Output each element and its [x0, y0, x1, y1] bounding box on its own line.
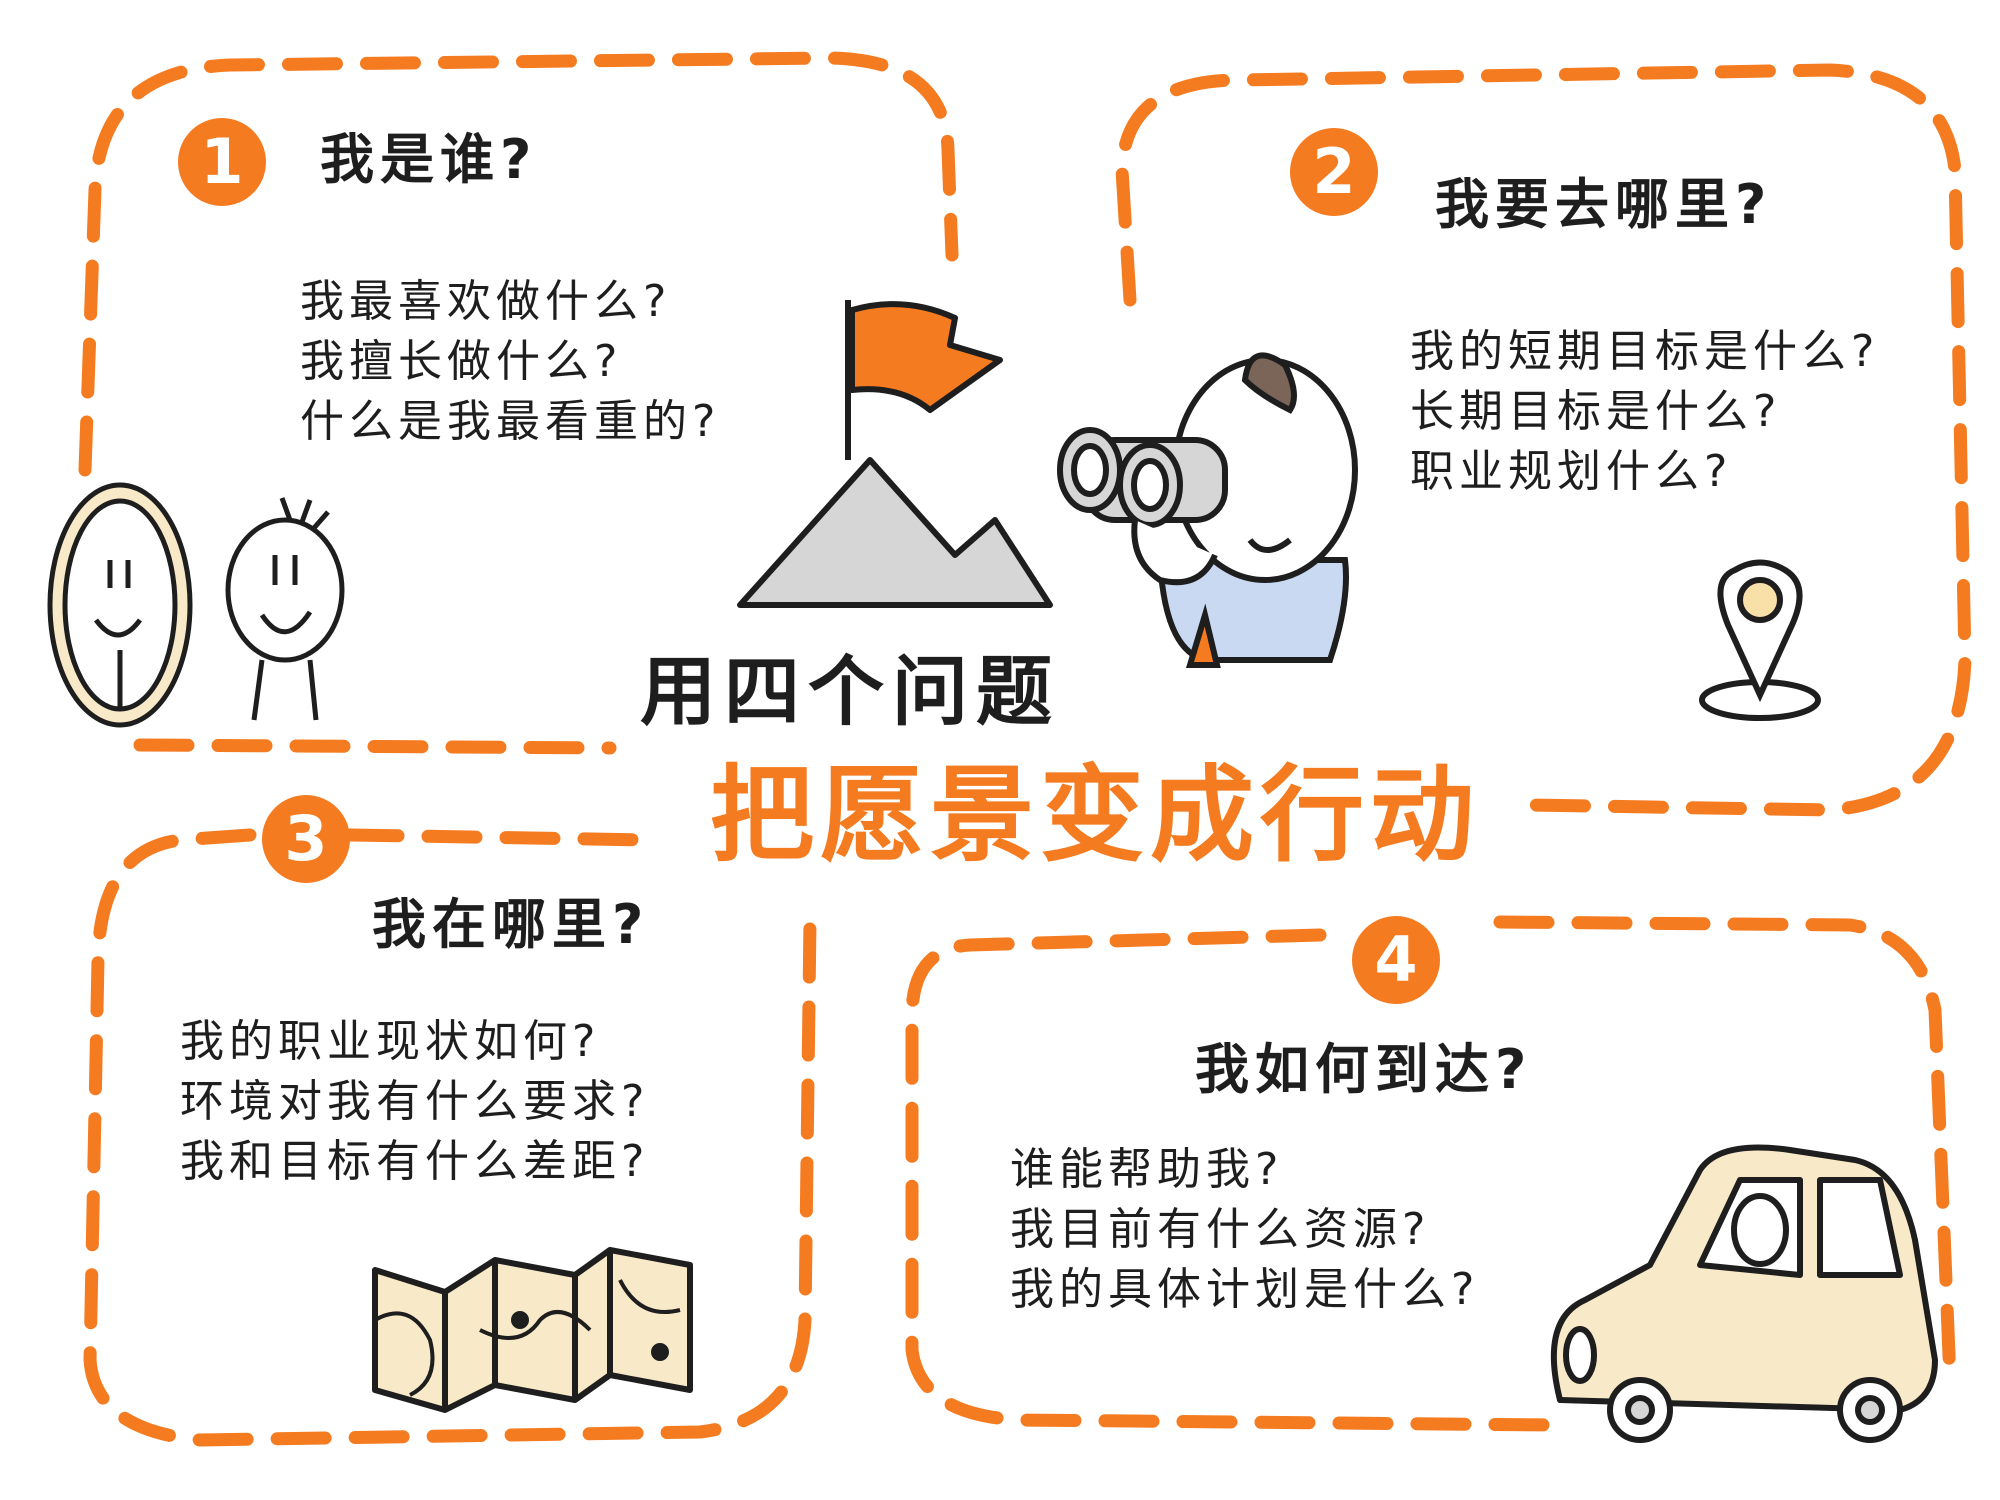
section-4-heading: 我如何到达?: [1195, 1038, 1533, 1101]
section-1-heading: 我是谁?: [320, 128, 538, 191]
person-icon: [225, 497, 345, 721]
section-1-question: 什么是我最看重的?: [300, 396, 721, 447]
section-3-frame: [83, 828, 817, 1447]
section-4-question: 谁能帮助我?: [1010, 1144, 1284, 1195]
section-2-questions: 我的短期目标是什么? 长期目标是什么? 职业规划什么?: [1410, 322, 1879, 502]
mountain-flag-icon: [737, 300, 1053, 608]
section-4-question: 我的具体计划是什么?: [1010, 1264, 1480, 1315]
section-4-questions: 谁能帮助我? 我目前有什么资源? 我的具体计划是什么?: [1010, 1140, 1479, 1320]
section-1-frame: [78, 51, 959, 477]
section-1-badge: 1: [178, 118, 266, 206]
location-pin-icon: [1699, 559, 1821, 721]
section-3-heading: 我在哪里?: [372, 893, 650, 956]
main-title-line2: 把愿景变成行动: [710, 754, 1481, 876]
section-2-question: 我的短期目标是什么?: [1410, 326, 1880, 377]
section-2-question: 职业规划什么?: [1410, 446, 1733, 497]
section-2-frame: [1115, 63, 1972, 817]
section-1-questions: 我最喜欢做什么? 我擅长做什么? 什么是我最看重的?: [300, 272, 720, 452]
section-2-question: 长期目标是什么?: [1410, 386, 1782, 437]
car-icon: [1550, 1144, 1938, 1443]
section-1-bottom-frame: [133, 738, 617, 755]
binoculars-person-icon: [1057, 352, 1358, 668]
section-3-question: 我和目标有什么差距?: [180, 1136, 650, 1187]
section-3-questions: 我的职业现状如何? 环境对我有什么要求? 我和目标有什么差距?: [180, 1012, 649, 1192]
section-1-question: 我擅长做什么?: [300, 336, 623, 387]
section-3-question: 环境对我有什么要求?: [180, 1076, 650, 1127]
section-3-badge: 3: [262, 795, 350, 883]
section-2-badge: 2: [1290, 128, 1378, 216]
section-3-question: 我的职业现状如何?: [180, 1016, 601, 1067]
main-title-line1: 用四个问题: [640, 647, 1060, 736]
section-2-heading: 我要去哪里?: [1435, 173, 1773, 236]
section-4-badge: 4: [1352, 916, 1440, 1004]
section-1-question: 我最喜欢做什么?: [300, 276, 672, 327]
folded-map-icon: [372, 1247, 693, 1413]
section-4-frame: [905, 915, 1957, 1432]
section-4-question: 我目前有什么资源?: [1010, 1204, 1431, 1255]
mirror-icon: [47, 482, 193, 728]
